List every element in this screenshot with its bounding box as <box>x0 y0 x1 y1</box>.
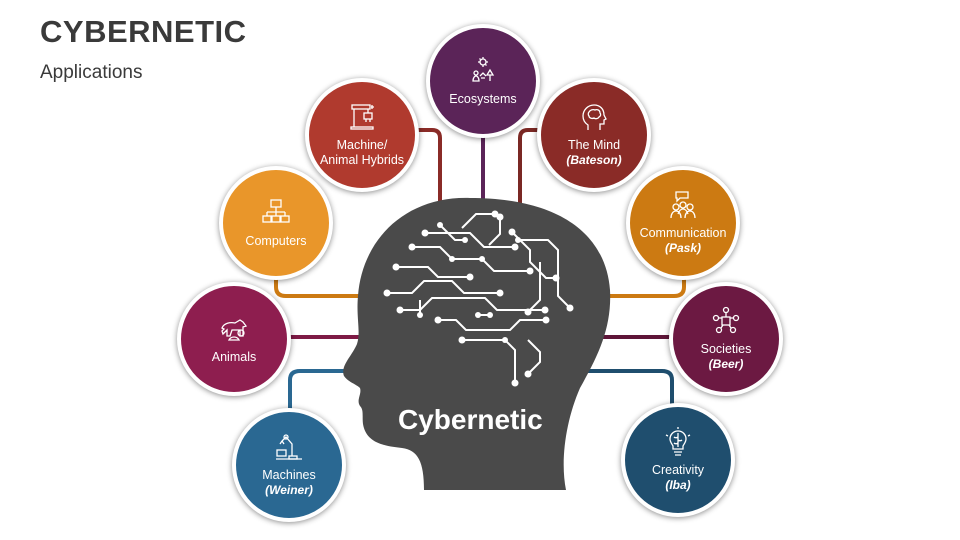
node-label: Animals <box>211 349 257 364</box>
node-sublabel: (Pask) <box>664 241 702 255</box>
node-animals: Animals <box>177 282 291 396</box>
animals-icon <box>221 318 248 341</box>
ecosystem-icon <box>472 56 495 82</box>
network-icon <box>262 198 290 223</box>
node-sublabel: (Iba) <box>665 478 691 492</box>
node-computers: Computers <box>219 166 333 280</box>
circuit-nodes <box>383 210 574 387</box>
society-icon <box>712 306 740 334</box>
node-communication: Communication (Pask) <box>626 166 740 280</box>
connector-mind <box>518 128 545 205</box>
connector-communication <box>590 278 686 298</box>
center-label: Cybernetic <box>398 404 543 435</box>
connector-computers <box>274 278 365 298</box>
node-label: Communication <box>639 226 727 240</box>
node-sublabel: (Beer) <box>708 357 744 371</box>
page-subtitle: Applications <box>40 62 143 83</box>
node-sublabel: (Bateson) <box>566 153 622 167</box>
page-title: CYBERNETIC <box>40 14 247 49</box>
connector-hybrids <box>415 128 442 205</box>
node-machines: Machines (Weiner) <box>232 408 346 522</box>
node-label: Creativity <box>651 463 705 477</box>
chat-people-icon <box>670 191 696 219</box>
node-ecosystems: Ecosystems <box>426 24 540 138</box>
node-label: The Mind <box>567 138 621 152</box>
connector-creativity <box>575 369 674 410</box>
head-silhouette <box>343 197 611 490</box>
node-the-mind: The Mind (Bateson) <box>537 78 651 192</box>
connector-machines <box>288 369 360 410</box>
node-label: Machines <box>262 468 316 482</box>
lightbulb-brain-icon <box>665 427 691 456</box>
node-label: Societies <box>700 342 752 356</box>
robot-arm-icon <box>350 104 374 130</box>
node-label: Computers <box>245 233 307 248</box>
node-sublabel: (Weiner) <box>265 483 313 497</box>
node-label: Ecosystems <box>449 91 517 106</box>
brain-head-icon <box>582 104 607 130</box>
node-societies: Societies (Beer) <box>669 282 783 396</box>
node-label: Machine/ Animal Hybrids <box>319 138 405 167</box>
industrial-robot-icon <box>276 434 302 460</box>
circuit-traces <box>387 213 571 383</box>
node-machine-animal-hybrids: Machine/ Animal Hybrids <box>305 78 419 192</box>
node-creativity: Creativity (Iba) <box>621 403 735 517</box>
